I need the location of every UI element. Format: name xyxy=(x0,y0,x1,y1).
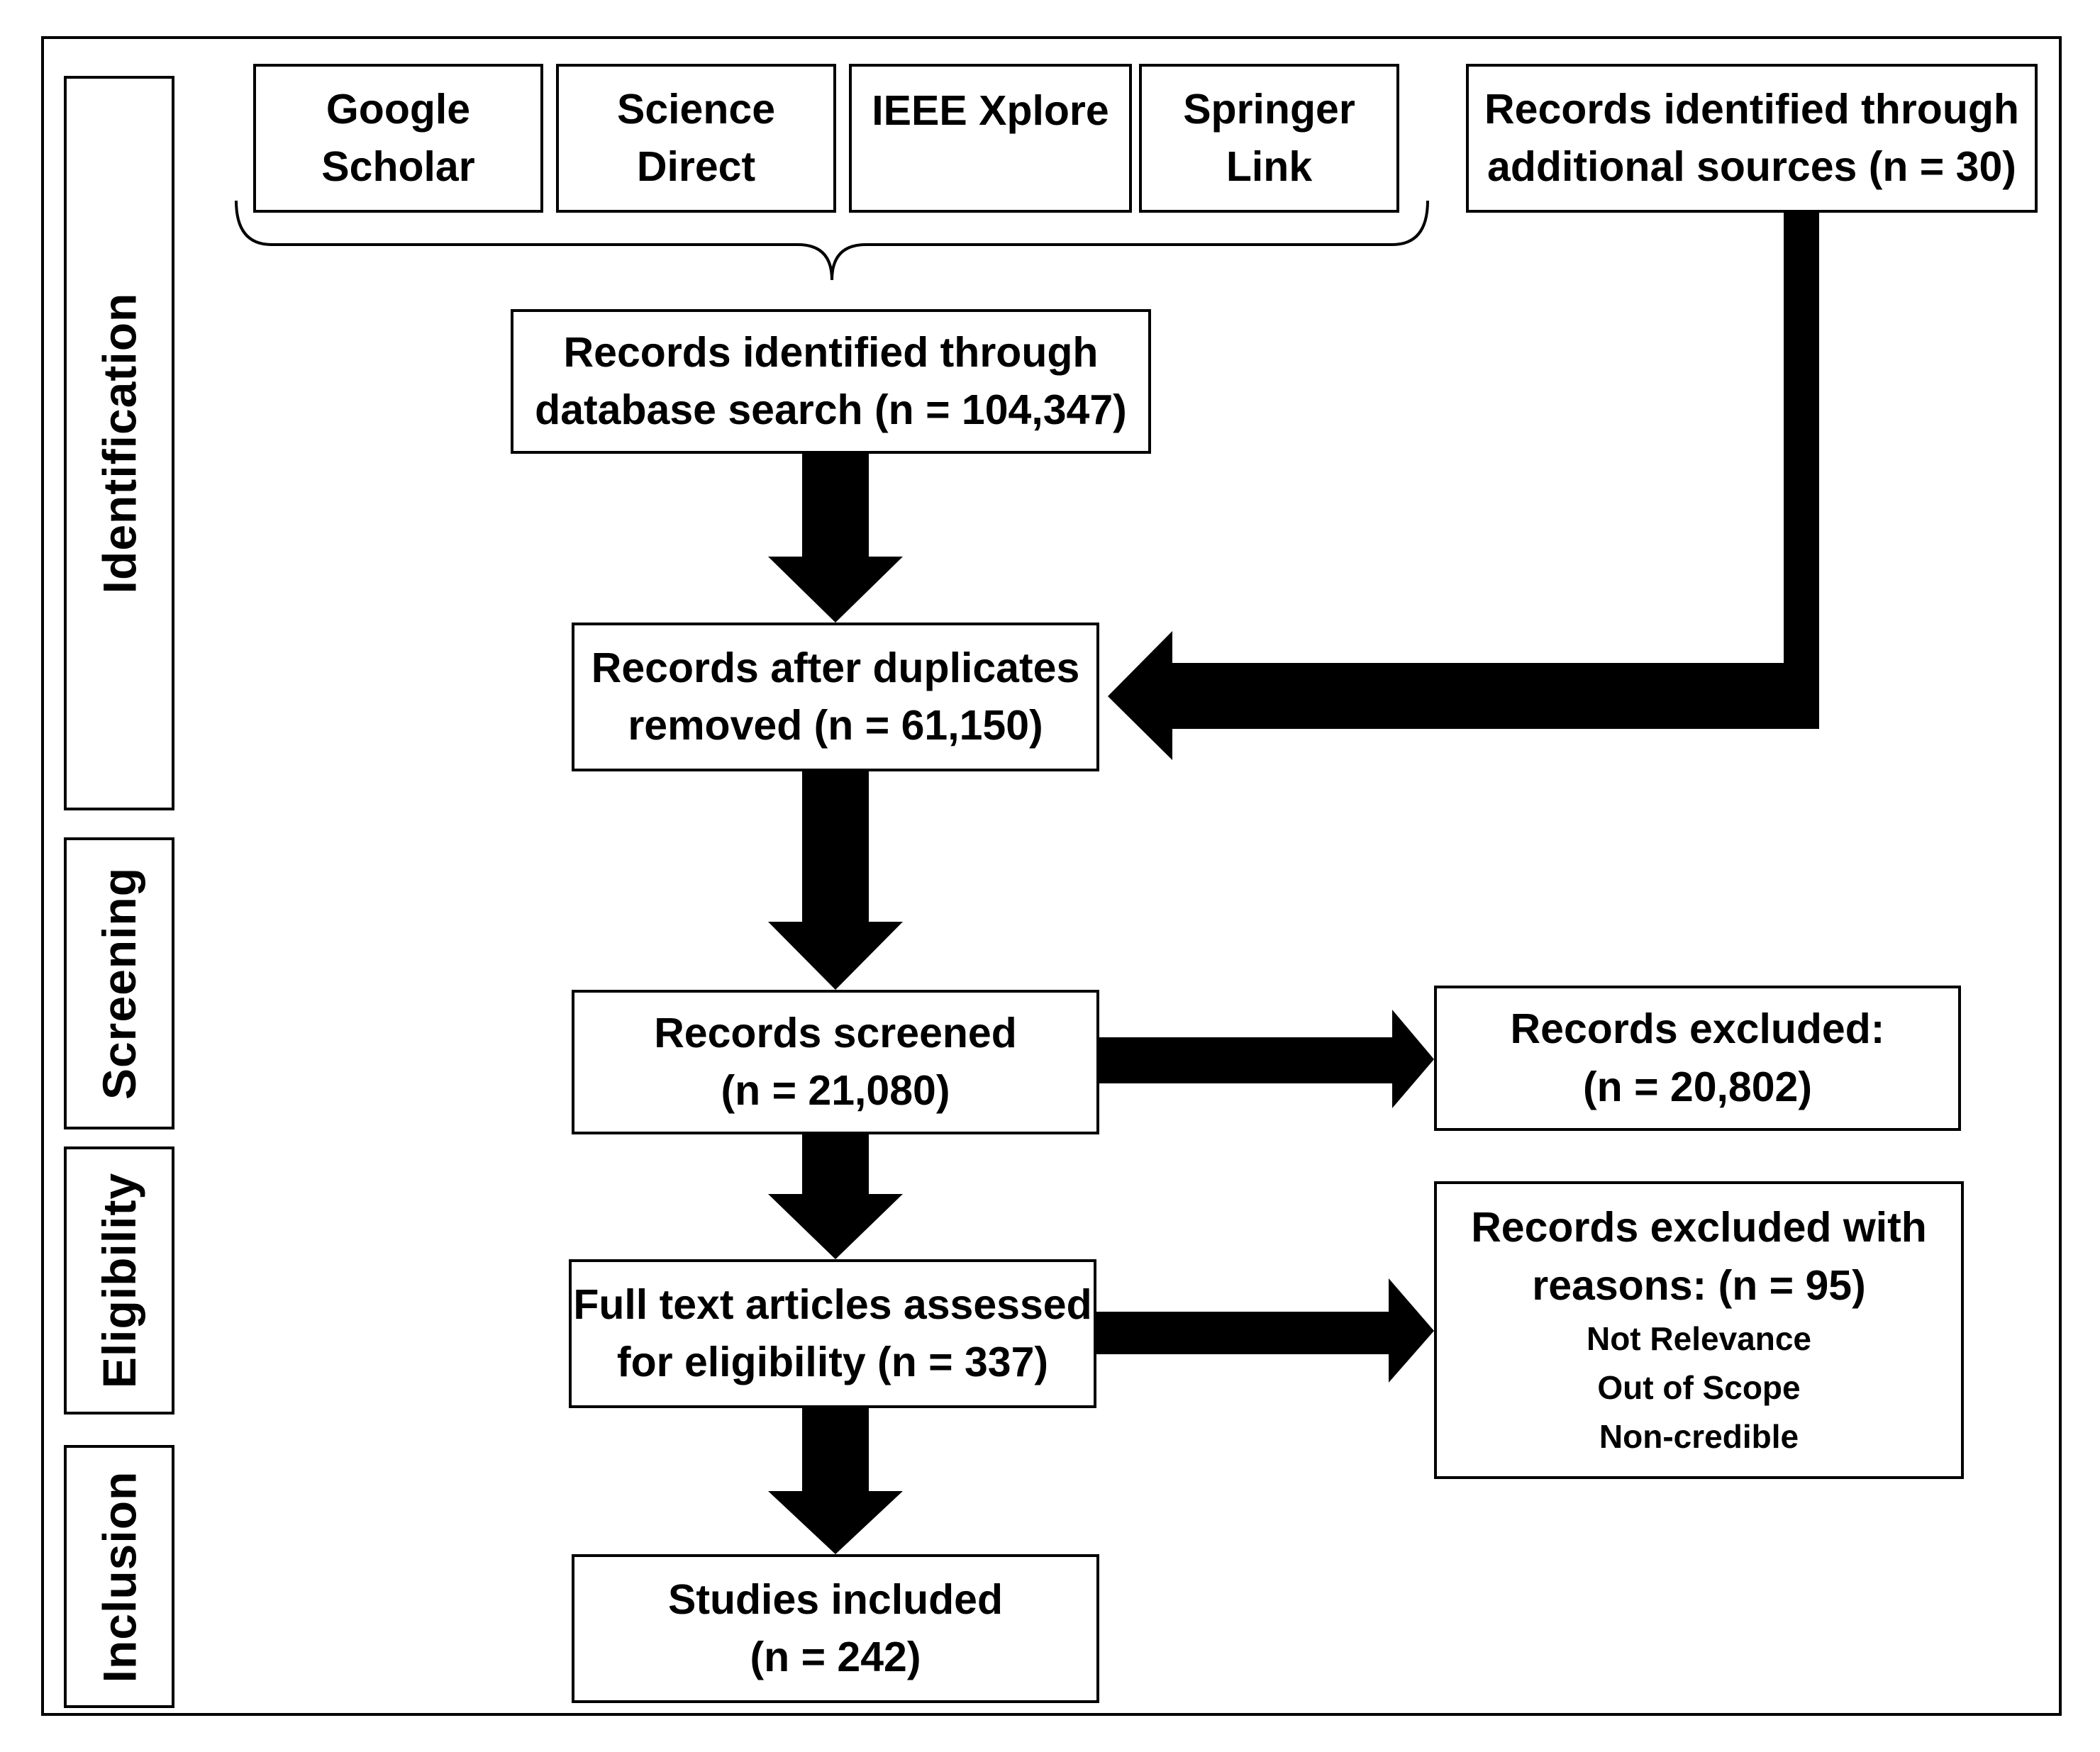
database-search-line-1: Records identified through xyxy=(563,328,1099,376)
database-box-google-scholar: Google Scholar xyxy=(253,64,543,213)
database-box-springer-link: Springer Link xyxy=(1139,64,1399,213)
stage-screening: Screening xyxy=(64,837,174,1129)
full-text-assessed-box: Full text articles assessed for eligibil… xyxy=(569,1259,1096,1408)
additional-sources-box: Records identified through additional so… xyxy=(1466,64,2038,213)
excluded-with-reasons-line-2: reasons: (n = 95) xyxy=(1532,1261,1866,1309)
records-screened-line-1: Records screened xyxy=(654,1009,1017,1056)
arrow-additional-to-duplicates xyxy=(1108,211,1819,760)
database-group-brace xyxy=(235,200,1429,281)
database-science-direct-line-2: Direct xyxy=(636,143,756,190)
database-google-scholar-line-1: Google xyxy=(326,85,471,133)
database-science-direct-line-1: Science xyxy=(616,85,776,133)
stage-eligibility: Eligibility xyxy=(64,1146,174,1415)
records-excluded-box: Records excluded: (n = 20,802) xyxy=(1434,986,1961,1131)
additional-sources-line-2: additional sources (n = 30) xyxy=(1487,143,2016,190)
studies-included-box: Studies included (n = 242) xyxy=(572,1554,1099,1703)
arrow-duplicates-to-screened xyxy=(768,771,903,990)
records-screened-box: Records screened (n = 21,080) xyxy=(572,990,1099,1134)
arrow-screened-to-fulltext xyxy=(768,1134,903,1259)
additional-sources-line-1: Records identified through xyxy=(1484,85,2019,133)
arrow-fulltext-to-included xyxy=(768,1408,903,1554)
duplicates-removed-line-2: removed (n = 61,150) xyxy=(628,702,1043,749)
excluded-with-reasons-box: Records excluded with reasons: (n = 95) … xyxy=(1434,1181,1964,1479)
duplicates-removed-line-1: Records after duplicates xyxy=(591,644,1080,691)
diagram-frame xyxy=(41,36,2062,1716)
records-excluded-line-2: (n = 20,802) xyxy=(1582,1063,1813,1110)
database-google-scholar-line-2: Scholar xyxy=(321,143,475,190)
exclusion-reason-out-of-scope: Out of Scope xyxy=(1597,1368,1801,1406)
database-search-line-2: database search (n = 104,347) xyxy=(535,386,1127,433)
records-excluded-line-1: Records excluded: xyxy=(1510,1005,1885,1053)
exclusion-reason-non-credible: Non-credible xyxy=(1599,1417,1799,1455)
database-box-science-direct: Science Direct xyxy=(556,64,836,213)
excluded-with-reasons-line-1: Records excluded with xyxy=(1471,1204,1927,1251)
arrow-fulltext-to-excluded-reasons xyxy=(1096,1278,1434,1383)
studies-included-line-2: (n = 242) xyxy=(750,1634,921,1680)
studies-included-line-1: Studies included xyxy=(667,1575,1004,1623)
stage-identification: Identification xyxy=(64,76,174,810)
full-text-assessed-line-2: for eligibility (n = 337) xyxy=(616,1339,1049,1385)
database-springer-link-line-1: Springer xyxy=(1183,85,1355,133)
arrow-database-to-duplicates xyxy=(768,454,903,623)
exclusion-reason-not-relevance: Not Relevance xyxy=(1586,1319,1811,1357)
full-text-assessed-line-1: Full text articles assessed xyxy=(573,1280,1092,1328)
database-search-box: Records identified through database sear… xyxy=(511,309,1151,454)
database-springer-link-line-2: Link xyxy=(1226,143,1313,190)
stage-inclusion: Inclusion xyxy=(64,1445,174,1708)
duplicates-removed-box: Records after duplicates removed (n = 61… xyxy=(572,623,1099,771)
arrow-screened-to-excluded xyxy=(1099,1010,1434,1108)
database-box-ieee-xplore: IEEE Xplore xyxy=(849,64,1132,213)
records-screened-line-2: (n = 21,080) xyxy=(721,1067,950,1114)
database-ieee-xplore-line-1: IEEE Xplore xyxy=(872,87,1109,134)
